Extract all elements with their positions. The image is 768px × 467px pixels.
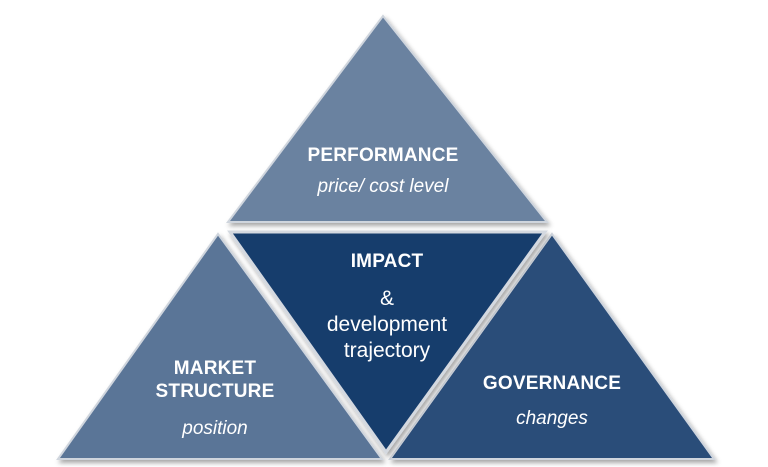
- impact-ampersand: &: [379, 286, 394, 310]
- market-structure-label-group: MARKET STRUCTURE position: [115, 358, 315, 440]
- performance-triangle: [225, 14, 550, 223]
- impact-label-group: IMPACT & development trajectory: [287, 251, 487, 365]
- governance-title: GOVERNANCE: [482, 373, 622, 394]
- performance-subtitle: price/ cost level: [317, 175, 449, 197]
- performance-label-group: PERFORMANCE price/ cost level: [283, 145, 483, 199]
- governance-subtitle: changes: [516, 407, 588, 429]
- performance-title: PERFORMANCE: [307, 145, 459, 166]
- impact-line-development: development: [326, 313, 448, 337]
- impact-triangle: [227, 230, 548, 455]
- market-structure-triangle: [56, 232, 384, 460]
- market-subtitle: position: [182, 417, 248, 439]
- governance-label-group: GOVERNANCE changes: [452, 373, 652, 431]
- market-title-line1: MARKET: [173, 358, 257, 379]
- governance-triangle: [388, 232, 716, 460]
- impact-line-trajectory: trajectory: [343, 339, 431, 363]
- impact-title: IMPACT: [350, 251, 424, 272]
- market-title-line2: STRUCTURE: [155, 380, 275, 402]
